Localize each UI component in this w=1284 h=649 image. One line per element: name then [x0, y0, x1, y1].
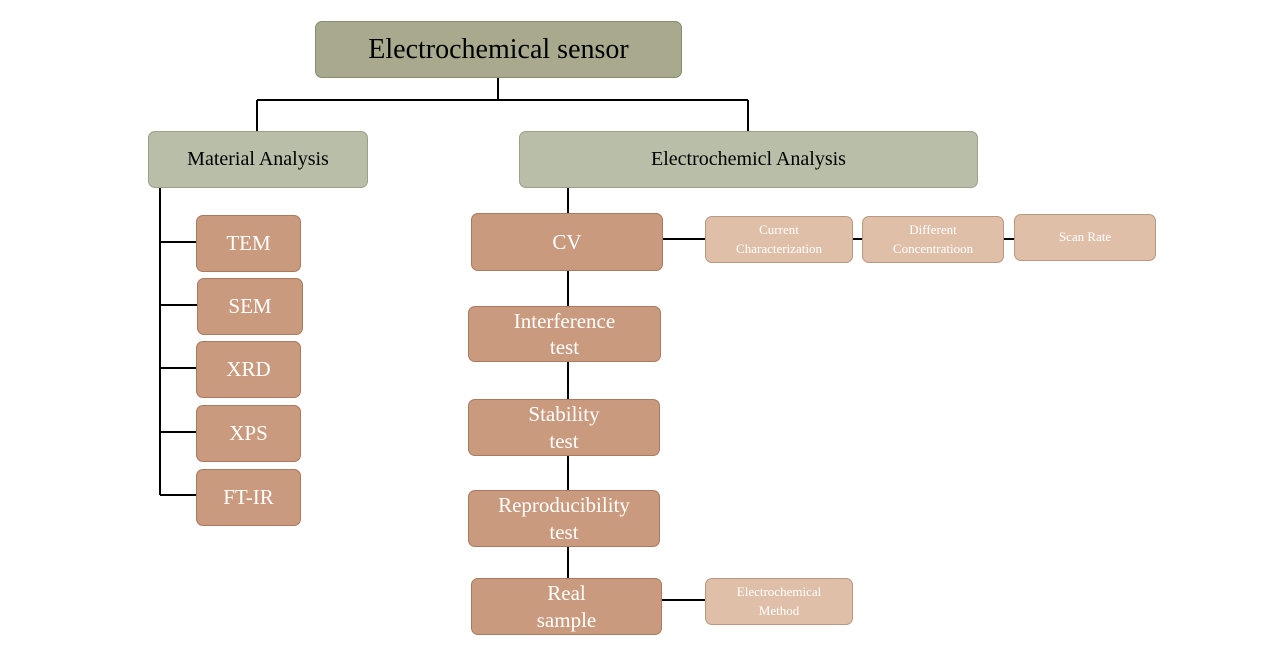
material-item-ftir: FT-IR	[196, 469, 301, 526]
cv-sub-different-concentration: Different Concentratioon	[862, 216, 1004, 263]
material-item-tem: TEM	[196, 215, 301, 272]
real-sample-sub-electrochemical-method: Electrochemical Method	[705, 578, 853, 625]
electro-analysis-node: Electrochemicl Analysis	[519, 131, 978, 188]
electro-item-reproducibility-test: Reproducibility test	[468, 490, 660, 547]
electro-item-interference-test: Interference test	[468, 306, 661, 362]
electro-item-stability-test: Stability test	[468, 399, 660, 456]
root-label: Electrochemical sensor	[368, 34, 629, 65]
material-item-xps: XPS	[196, 405, 301, 462]
cv-sub-current-characterization: Current Characterization	[705, 216, 853, 263]
material-item-sem: SEM	[197, 278, 303, 335]
material-analysis-node: Material Analysis	[148, 131, 368, 188]
electro-item-cv: CV	[471, 213, 663, 271]
material-item-xrd: XRD	[196, 341, 301, 398]
electro-analysis-label: Electrochemicl Analysis	[651, 148, 846, 170]
cv-sub-scan-rate: Scan Rate	[1014, 214, 1156, 261]
material-analysis-label: Material Analysis	[187, 148, 329, 170]
electro-item-real-sample: Real sample	[471, 578, 662, 635]
root-node: Electrochemical sensor	[315, 21, 682, 78]
